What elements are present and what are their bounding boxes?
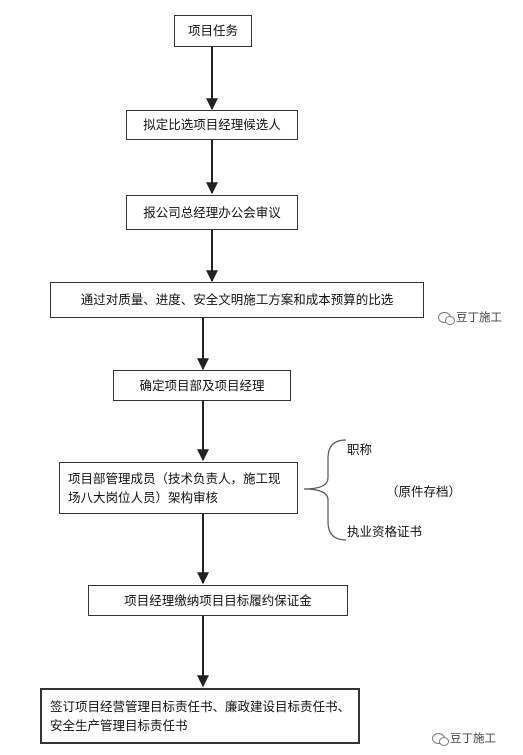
- node-confirm-department: 确定项目部及项目经理: [113, 370, 291, 401]
- watermark-text: 豆丁施工: [456, 310, 502, 324]
- node-label: 拟定比选项目经理候选人: [143, 117, 281, 133]
- note-archive: （原件存档）: [386, 484, 462, 499]
- node-label: 报公司总经理办公会审议: [143, 204, 281, 220]
- node-structure-review: 项目部管理成员（技术负责人，施工现场八大岗位人员）架构审核: [59, 462, 298, 514]
- node-draft-candidates: 拟定比选项目经理候选人: [126, 110, 298, 140]
- node-label: 项目部管理成员（技术负责人，施工现场八大岗位人员）架构审核: [68, 470, 281, 505]
- watermark-text: 豆丁施工: [450, 731, 496, 745]
- node-label: 项目经理缴纳项目目标履约保证金: [124, 592, 312, 608]
- node-project-task: 项目任务: [174, 15, 252, 47]
- node-label: 确定项目部及项目经理: [139, 377, 265, 393]
- node-submit-for-review: 报公司总经理办公会审议: [126, 195, 298, 230]
- node-pay-deposit: 项目经理缴纳项目目标履约保证金: [88, 585, 348, 616]
- node-comparison: 通过对质量、进度、安全文明施工方案和成本预算的比选: [50, 282, 424, 318]
- node-label: 项目任务: [187, 23, 238, 39]
- watermark: 豆丁施工: [438, 309, 502, 325]
- node-sign-agreements: 签订项目经营管理目标责任书、廉政建设目标责任书、安全生产管理目标责任书: [40, 688, 360, 744]
- wechat-icon: [432, 732, 449, 746]
- note-qualification: 执业资格证书: [347, 524, 423, 539]
- node-label: 签订项目经营管理目标责任书、廉政建设目标责任书、安全生产管理目标责任书: [50, 698, 351, 733]
- note-title: 职称: [347, 442, 373, 457]
- watermark: 豆丁施工: [432, 730, 496, 746]
- side-brace: [303, 439, 347, 541]
- node-label: 通过对质量、进度、安全文明施工方案和成本预算的比选: [80, 292, 394, 308]
- wechat-icon: [438, 311, 455, 325]
